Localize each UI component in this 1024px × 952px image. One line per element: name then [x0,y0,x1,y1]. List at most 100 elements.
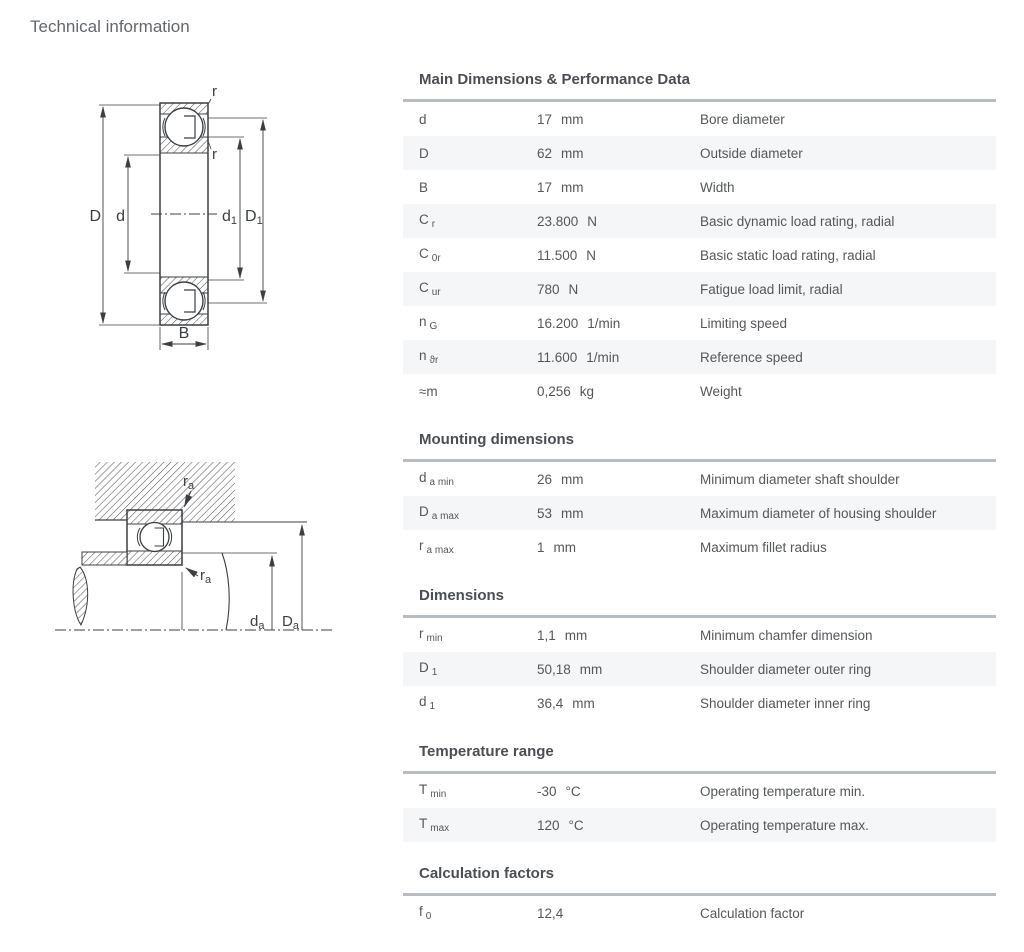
label-Da: Da [282,613,300,632]
row-value-cell: 16.200 1/min [537,316,700,331]
inner-ring-hatch [126,550,183,566]
row-unit: 1/min [586,349,620,365]
row-unit: mm [572,695,595,711]
row-symbol-main: d [419,694,427,709]
row-description: Minimum chamfer dimension [700,627,873,643]
row-value-cell: -30 °C [537,784,700,799]
row-unit: kg [579,383,595,399]
row-unit: mm [561,471,584,487]
row-value: 17 [537,111,553,127]
row-value-cell: 120°C [537,818,700,833]
row-description: Calculation factor [700,905,805,921]
label-B: B [179,325,190,342]
row-description: Basic static load rating, radial [700,247,876,263]
row-symbol-sub: G [429,321,438,332]
bearing-outline [126,509,183,566]
row-description: Shoulder diameter outer ring [700,661,872,677]
row-symbol-sub: ϑr [429,355,439,366]
row-value: -30 [537,783,557,799]
row-description: Outside diameter [700,145,803,161]
row-description: Operating temperature max. [700,817,869,833]
row-value: 120 [537,817,560,833]
row-symbol-main: r [419,538,424,553]
label-d1: d1 [222,208,237,227]
row-symbol-sub: a max [426,545,454,556]
housing-hatch [95,462,235,522]
label-d: d [116,208,125,225]
row-symbol-main: d [419,111,427,127]
row-unit: 1/min [587,315,621,331]
row-symbol-sub: min [426,633,443,644]
row-value: 780 [537,281,560,297]
row-symbol-main: n [419,314,427,329]
row-unit: mm [561,179,584,195]
row-symbol-main: C [419,280,429,295]
section-title: Temperature range [419,743,554,760]
row-value: 11.500 [537,247,578,263]
row-value-cell: 12,4 [537,906,700,921]
row-description: Width [700,179,735,195]
label-r-outer: r [212,83,217,100]
row-symbol-sub: 0r [431,253,441,264]
row-symbol-main: D [419,660,429,675]
row-value: 26 [537,471,553,487]
row-unit: mm [579,661,603,677]
row-symbol-main: B [419,179,429,195]
row-symbol-cell: d [403,112,537,127]
row-symbol-cell: B [403,180,537,195]
row-unit: mm [561,505,584,521]
row-symbol-cell: D [403,146,537,161]
label-ra-bottom: ra [200,567,212,586]
row-value: 1 [537,539,545,555]
cage-mark [154,527,165,547]
row-unit: mm [561,145,584,161]
ball-bottom [164,281,204,321]
row-description: Maximum fillet radius [700,539,827,555]
row-value: 16.200 [537,315,579,331]
row-symbol-cell: ≈m [403,384,537,399]
row-unit: °C [565,783,581,799]
row-description: Limiting speed [700,315,788,331]
row-unit: N [586,247,597,263]
row-unit: mm [564,627,588,643]
cage-mark-bottom [184,289,196,313]
row-description: Bore diameter [700,111,785,127]
row-unit: N [587,213,598,229]
row-value-cell: 26 mm [537,472,700,487]
row-symbol-main: n [419,348,427,363]
section-title: Main Dimensions & Performance Data [419,71,690,88]
